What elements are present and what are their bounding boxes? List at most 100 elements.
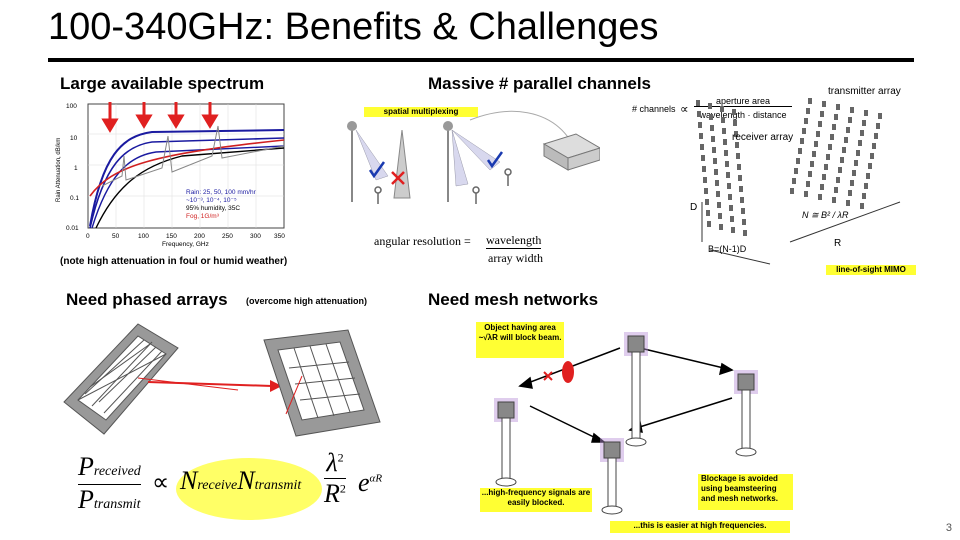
antenna-element xyxy=(838,167,842,173)
antenna-element xyxy=(702,166,706,172)
antenna-element xyxy=(794,168,798,174)
legend-rain-rate: ~10⁻³, 10⁻⁴, 10⁻⁵ xyxy=(186,197,237,204)
spatial-multiplexing-illustration xyxy=(340,110,600,220)
x-tick: 350 xyxy=(274,233,285,240)
x-tick: 300 xyxy=(250,233,261,240)
r-label: R xyxy=(834,238,841,249)
page-number: 3 xyxy=(946,522,952,534)
antenna-element xyxy=(814,141,818,147)
channels-label: # channels xyxy=(632,104,676,114)
antenna-element xyxy=(699,133,703,139)
antenna-element xyxy=(719,224,723,230)
mesh-node-tower xyxy=(600,438,624,514)
antenna-element xyxy=(804,118,808,124)
exp-base: e xyxy=(358,468,370,497)
antenna-element xyxy=(818,121,822,127)
antenna-element xyxy=(860,130,864,136)
proportional-symbol: ∝ xyxy=(152,468,169,497)
transmitter-label: transmitter array xyxy=(828,86,901,97)
n-transmit-sub: transmit xyxy=(255,478,302,493)
antenna-element xyxy=(824,164,828,170)
p-received: P xyxy=(78,452,94,481)
antenna-element xyxy=(736,153,740,159)
antenna-element xyxy=(818,194,822,200)
array-gain: NreceiveNtransmit xyxy=(180,466,301,496)
antenna-element xyxy=(862,120,866,126)
antenna-element xyxy=(727,183,731,189)
antenna-element xyxy=(832,124,836,130)
antenna-element xyxy=(697,111,701,117)
n-formula: N ≅ B² / λR xyxy=(802,210,849,220)
antenna-element xyxy=(712,147,716,153)
angular-resolution-label: angular resolution = xyxy=(374,234,471,249)
p-transmit: P xyxy=(78,485,94,514)
antenna-element xyxy=(830,134,834,140)
antenna-element xyxy=(717,202,721,208)
antenna-element xyxy=(826,154,830,160)
antenna-element xyxy=(714,169,718,175)
antenna-element xyxy=(716,191,720,197)
angular-denominator: array width xyxy=(488,251,543,266)
antenna-element xyxy=(728,194,732,200)
antenna-element xyxy=(720,106,724,112)
antenna-element xyxy=(808,171,812,177)
antenna-element xyxy=(822,174,826,180)
antenna-element xyxy=(741,208,745,214)
antenna-element xyxy=(858,140,862,146)
antenna-element xyxy=(840,157,844,163)
antenna-element xyxy=(872,143,876,149)
antenna-element xyxy=(854,160,858,166)
easier-hf-note: ...this is easier at high frequencies. xyxy=(610,521,790,533)
antenna-element xyxy=(804,191,808,197)
x-tick: 100 xyxy=(138,233,149,240)
antenna-element xyxy=(722,128,726,134)
antenna-element xyxy=(848,117,852,123)
antenna-element xyxy=(868,163,872,169)
antenna-element xyxy=(846,127,850,133)
antenna-element xyxy=(739,186,743,192)
x-tick: 250 xyxy=(222,233,233,240)
antenna-element xyxy=(792,178,796,184)
mesh-node-tower xyxy=(624,332,648,446)
antenna-element xyxy=(706,210,710,216)
antenna-element xyxy=(862,193,866,199)
antenna-element xyxy=(737,164,741,170)
antenna-element xyxy=(704,188,708,194)
antenna-element xyxy=(729,205,733,211)
power-ratio: Preceived Ptransmit xyxy=(78,452,141,515)
antenna-element xyxy=(812,151,816,157)
mesh-node-tower xyxy=(494,398,518,486)
antenna-element xyxy=(822,101,826,107)
antenna-element xyxy=(820,184,824,190)
angular-numerator: wavelength xyxy=(486,233,541,249)
antenna-element xyxy=(866,173,870,179)
antenna-element xyxy=(709,114,713,120)
antenna-element xyxy=(707,221,711,227)
antenna-element xyxy=(860,203,864,209)
antenna-element xyxy=(846,200,850,206)
antenna-element xyxy=(808,98,812,104)
antenna-element xyxy=(743,230,747,236)
title-underline xyxy=(48,58,914,62)
antenna-element xyxy=(698,122,702,128)
mesh-heading: Need mesh networks xyxy=(428,290,598,310)
r-distance: R xyxy=(324,479,340,508)
antenna-element xyxy=(711,136,715,142)
spectrum-note: (note high attenuation in foul or humid … xyxy=(60,256,287,267)
attenuation-plot: Rain Attenuation, dB/km 100 10 1 0.1 0.0… xyxy=(52,96,292,256)
y-tick: 1 xyxy=(74,165,78,172)
antenna-element xyxy=(725,161,729,167)
slide-title: 100-340GHz: Benefits & Challenges xyxy=(48,6,658,49)
n-receive: N xyxy=(180,466,197,495)
antenna-element xyxy=(850,107,854,113)
antenna-element xyxy=(828,144,832,150)
n-transmit: N xyxy=(237,466,254,495)
p-transmit-sub: transmit xyxy=(94,497,141,512)
antenna-element xyxy=(806,108,810,114)
los-mimo-badge: line-of-sight MIMO xyxy=(826,265,916,275)
exp-term: eαR xyxy=(358,468,382,498)
mesh-node-tower xyxy=(734,370,758,456)
lambda: λ xyxy=(326,448,337,477)
antenna-element xyxy=(878,113,882,119)
legend-fog: Fog, 1G/m³ xyxy=(186,213,220,220)
